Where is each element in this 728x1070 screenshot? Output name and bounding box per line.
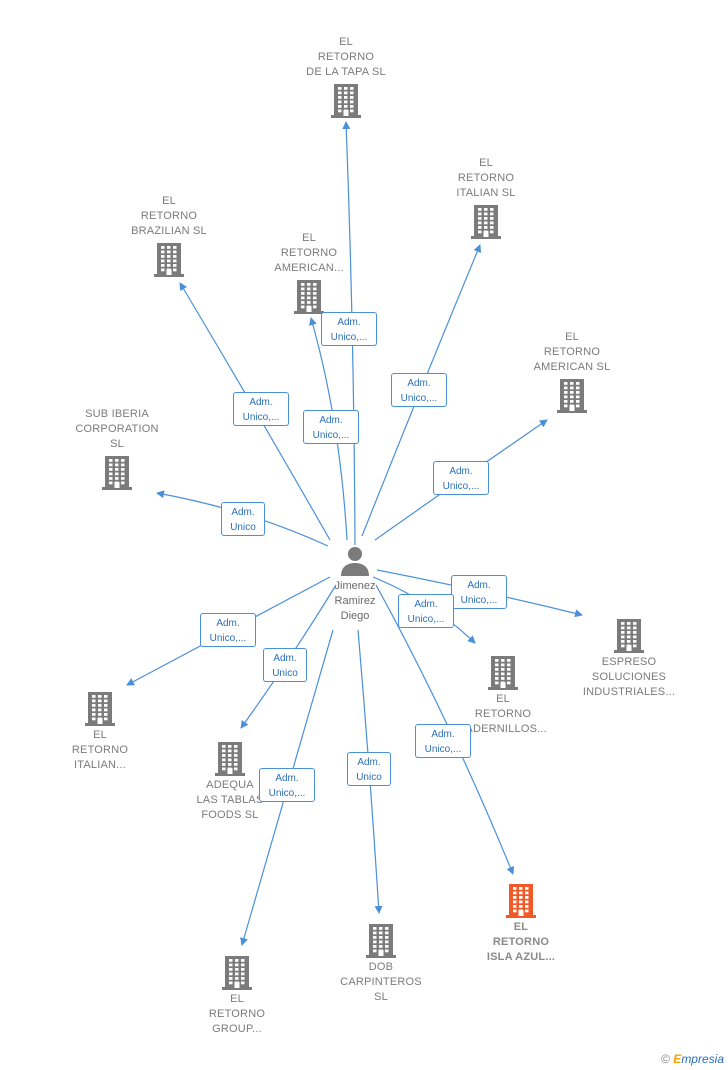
role-badge-brazilian[interactable]: Adm. Unico,... (233, 392, 289, 426)
company-node-dob[interactable]: DOB CARPINTEROS SL (306, 920, 456, 1005)
building-icon[interactable] (293, 278, 325, 314)
building-icon[interactable] (101, 454, 133, 490)
company-label[interactable]: EL RETORNO AMERICAN... (274, 232, 344, 274)
company-label[interactable]: EL RETORNO GROUP... (208, 993, 266, 1035)
company-node-isla[interactable]: EL RETORNO ISLA AZUL... (446, 880, 596, 965)
person-label[interactable]: Jimenez Ramirez Diego (334, 580, 376, 622)
role-badge-group[interactable]: Adm. Unico,... (259, 768, 315, 802)
company-node-group[interactable]: EL RETORNO GROUP... (162, 952, 312, 1037)
role-badge-sub-iberia[interactable]: Adm. Unico (221, 502, 265, 536)
building-icon[interactable] (153, 241, 185, 277)
role-badge-dob[interactable]: Adm. Unico (347, 752, 391, 786)
company-node-espreso[interactable]: ESPRESO SOLUCIONES INDUSTRIALES... (554, 615, 704, 700)
company-node-adequa[interactable]: ADEQUA LAS TABLAS FOODS SL (155, 738, 305, 823)
building-icon[interactable] (470, 203, 502, 239)
building-icon[interactable] (487, 654, 519, 690)
building-icon[interactable] (613, 617, 645, 653)
person-icon[interactable] (340, 545, 370, 577)
company-label[interactable]: EL RETORNO AMERICAN SL (533, 331, 611, 373)
company-label[interactable]: SUB IBERIA CORPORATION SL (75, 408, 159, 450)
role-badge-isla[interactable]: Adm. Unico,... (415, 724, 471, 758)
empresia-logo-text: mpresia (681, 1052, 724, 1066)
company-node-tapa[interactable]: EL RETORNO DE LA TAPA SL (271, 35, 421, 120)
company-label[interactable]: EL RETORNO BRAZILIAN SL (131, 195, 207, 237)
role-badge-italian-trunc[interactable]: Adm. Unico,... (200, 613, 256, 647)
company-label[interactable]: EL RETORNO LADERNILLOS... (459, 693, 547, 735)
company-node-sub-iberia[interactable]: SUB IBERIA CORPORATION SL (42, 407, 192, 492)
company-node-american-sl[interactable]: EL RETORNO AMERICAN SL (497, 330, 647, 415)
building-icon[interactable] (214, 740, 246, 776)
role-badge-italian-sl[interactable]: Adm. Unico,... (391, 373, 447, 407)
company-label[interactable]: DOB CARPINTEROS SL (340, 961, 422, 1003)
company-node-brazilian[interactable]: EL RETORNO BRAZILIAN SL (94, 194, 244, 279)
building-icon[interactable] (505, 882, 537, 918)
company-label[interactable]: EL RETORNO ITALIAN SL (456, 157, 516, 199)
company-label[interactable]: EL RETORNO DE LA TAPA SL (306, 36, 386, 78)
role-badge-ladrillos[interactable]: Adm. Unico,... (398, 594, 454, 628)
role-badge-tapa[interactable]: Adm. Unico,... (321, 312, 377, 346)
company-node-american-trunc[interactable]: EL RETORNO AMERICAN... (234, 231, 384, 316)
company-label[interactable]: EL RETORNO ISLA AZUL... (486, 921, 556, 963)
company-node-italian-trunc[interactable]: EL RETORNO ITALIAN... (25, 688, 175, 773)
empresia-logo-initial: E (673, 1052, 682, 1066)
building-icon[interactable] (365, 922, 397, 958)
building-icon[interactable] (556, 377, 588, 413)
company-node-italian-sl[interactable]: EL RETORNO ITALIAN SL (411, 156, 561, 241)
company-node-ladrillos[interactable]: EL RETORNO LADERNILLOS... (428, 652, 578, 737)
company-label[interactable]: ADEQUA LAS TABLAS FOODS SL (196, 779, 264, 821)
role-badge-american-sl[interactable]: Adm. Unico,... (433, 461, 489, 495)
building-icon[interactable] (330, 82, 362, 118)
building-icon[interactable] (221, 954, 253, 990)
role-badge-adequa[interactable]: Adm. Unico (263, 648, 307, 682)
person-node[interactable]: Jimenez Ramirez Diego (295, 545, 415, 624)
role-badge-american-trunc[interactable]: Adm. Unico,... (303, 410, 359, 444)
building-icon[interactable] (84, 690, 116, 726)
role-badge-espreso[interactable]: Adm. Unico,... (451, 575, 507, 609)
copyright-credit: © Empresia (661, 1052, 724, 1066)
company-label[interactable]: ESPRESO SOLUCIONES INDUSTRIALES... (582, 656, 676, 698)
company-label[interactable]: EL RETORNO ITALIAN... (71, 729, 129, 771)
copyright-icon: © (661, 1052, 670, 1066)
